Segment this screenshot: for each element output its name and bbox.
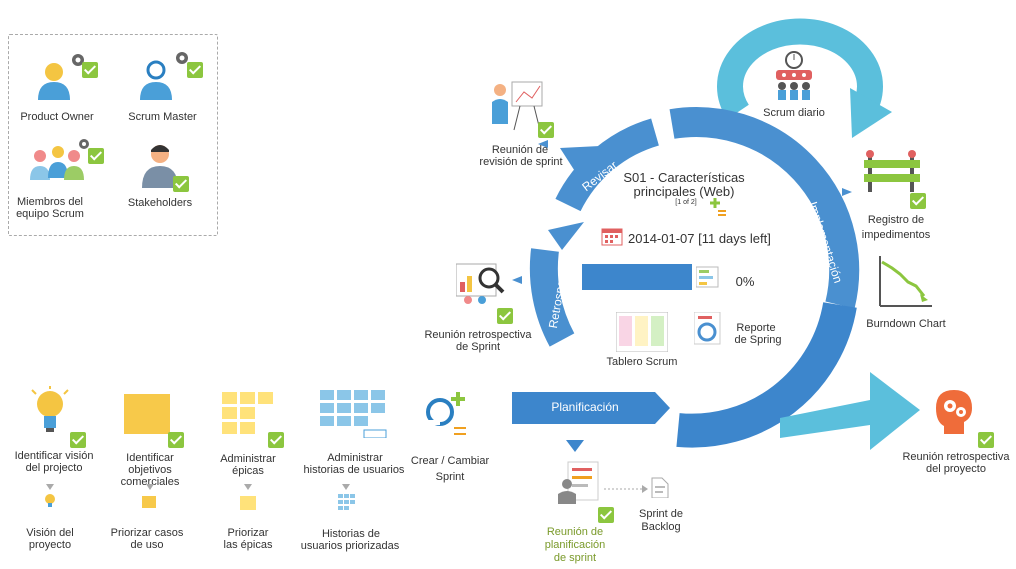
- sprint-progress-percent: 0%: [735, 274, 755, 289]
- step1-bottom-1: Visión del: [26, 527, 74, 539]
- step1-arrow: [46, 484, 54, 490]
- step1-top-2: del projecto: [25, 462, 83, 474]
- vision-icon[interactable]: [28, 386, 72, 436]
- use-cases-small-icon: [142, 496, 156, 508]
- roles-panel: [8, 34, 218, 236]
- stakeholders-check-icon: [173, 176, 189, 192]
- step1-bottom-2: proyecto: [28, 539, 72, 551]
- step2-arrow: [146, 484, 154, 490]
- objectives-check-icon: [168, 432, 184, 448]
- sprint-backlog-label-2: Backlog: [641, 521, 681, 533]
- create-sprint-label-2[interactable]: Sprint: [435, 471, 465, 483]
- impediments-check-icon: [910, 193, 926, 209]
- impediments-icon[interactable]: [864, 150, 920, 192]
- team-members-label-2: equipo Scrum: [16, 208, 84, 220]
- step4-arrow: [342, 484, 350, 490]
- progress-icon: [695, 265, 720, 289]
- objectives-icon[interactable]: [124, 394, 170, 434]
- planning-meeting-label-3: de sprint: [553, 552, 597, 564]
- planning-meeting-icon[interactable]: [558, 460, 602, 506]
- sprint-retro-icon[interactable]: [455, 262, 506, 304]
- cycle-label-planificacion[interactable]: Planificación: [551, 400, 619, 414]
- stakeholders-icon[interactable]: [140, 142, 180, 188]
- product-owner-label: Product Owner: [20, 111, 94, 123]
- stakeholders-label: Stakeholders: [127, 197, 193, 209]
- sprint-progress-bar: [582, 264, 692, 290]
- team-members-label-1: Miembros del: [16, 196, 84, 208]
- scrum-board-icon[interactable]: [615, 311, 669, 353]
- sprint-date: 2014-01-07 [11 days left]: [628, 231, 771, 246]
- sprint-title-2: principales (Web): [633, 184, 735, 199]
- scrum-master-icon[interactable]: [134, 52, 194, 102]
- burndown-chart-label: Burndown Chart: [866, 318, 946, 330]
- project-retro-label-2: del proyecto: [926, 463, 986, 475]
- vision-small-icon: [44, 494, 56, 508]
- step3-bottom-2: las épicas: [223, 539, 273, 551]
- step2-top-3: comerciales: [120, 476, 180, 488]
- review-meeting-label-1: Reunión de: [491, 144, 549, 156]
- product-owner-check-icon: [82, 62, 98, 78]
- add-sprint-icon[interactable]: [710, 198, 730, 218]
- team-members-icon[interactable]: [28, 138, 92, 184]
- review-meeting-icon[interactable]: [490, 80, 546, 132]
- step3-arrow: [244, 484, 252, 490]
- create-sprint-icon[interactable]: [420, 390, 470, 440]
- user-stories-icon[interactable]: [320, 390, 388, 439]
- step3-bottom-1: Priorizar: [227, 527, 269, 539]
- planning-meeting-label-2: planificación: [544, 539, 606, 551]
- sprint-retro-label-1: Reunión retrospectiva: [424, 329, 532, 341]
- project-retro-label-1: Reunión retrospectiva: [902, 451, 1010, 463]
- daily-scrum-icon[interactable]: [772, 50, 816, 100]
- step4-bottom-2: usuarios priorizadas: [300, 540, 400, 552]
- step2-top-2: objetivos: [128, 464, 172, 476]
- step2-top-1: Identificar: [126, 452, 174, 464]
- sprint-backlog-icon[interactable]: [650, 476, 670, 499]
- step4-bottom-1: Historias de: [321, 528, 381, 540]
- sprint-backlog-label-1: Sprint de: [638, 508, 684, 520]
- step3-top-2: épicas: [232, 465, 264, 477]
- daily-scrum-label: Scrum diario: [763, 107, 825, 119]
- epics-small-icon: [240, 496, 256, 510]
- sprint-pager[interactable]: [1 of 2]: [675, 199, 697, 206]
- step4-top-1: Administrar: [327, 452, 383, 464]
- sprint-retro-check-icon: [497, 308, 513, 324]
- sprint-report-label-2: de Spring: [734, 334, 782, 346]
- vision-check-icon: [70, 432, 86, 448]
- review-meeting-label-2: revisión de sprint: [479, 156, 563, 168]
- create-sprint-label-1[interactable]: Crear / Cambiar: [410, 455, 490, 467]
- impediments-label-1: Registro de: [867, 214, 925, 226]
- step4-top-2: historias de usuarios: [303, 464, 405, 476]
- step1-top-1: Identificar visión: [14, 450, 94, 462]
- step2-bottom-1: Priorizar casos: [110, 527, 184, 539]
- sprint-title-1: S01 - Características: [623, 170, 745, 185]
- daily-loop-arrow: [717, 18, 883, 120]
- product-owner-icon[interactable]: [32, 52, 92, 102]
- project-retro-check-icon: [978, 432, 994, 448]
- scrum-master-label: Scrum Master: [128, 111, 197, 123]
- review-meeting-check-icon: [538, 122, 554, 138]
- project-retro-icon[interactable]: [928, 388, 978, 436]
- scrum-master-check-icon: [187, 62, 203, 78]
- team-members-check-icon: [88, 148, 104, 164]
- stories-small-icon: [338, 494, 356, 510]
- step2-bottom-2: de uso: [130, 539, 164, 551]
- planning-meeting-check-icon: [598, 507, 614, 523]
- planning-meeting-label-1: Reunión de: [546, 526, 604, 538]
- sprint-retro-label-2: de Sprint: [455, 341, 501, 353]
- sprint-report-label-1: Reporte: [736, 322, 776, 334]
- calendar-icon: [601, 226, 623, 246]
- burndown-chart-icon[interactable]: [878, 256, 932, 308]
- planning-arrow: [512, 392, 670, 424]
- epics-check-icon: [268, 432, 284, 448]
- impediments-label-2: impedimentos: [861, 229, 931, 241]
- step3-top-1: Administrar: [220, 453, 276, 465]
- scrum-board-label: Tablero Scrum: [606, 356, 678, 368]
- sprint-report-icon[interactable]: [693, 311, 726, 346]
- epics-icon[interactable]: [222, 392, 274, 434]
